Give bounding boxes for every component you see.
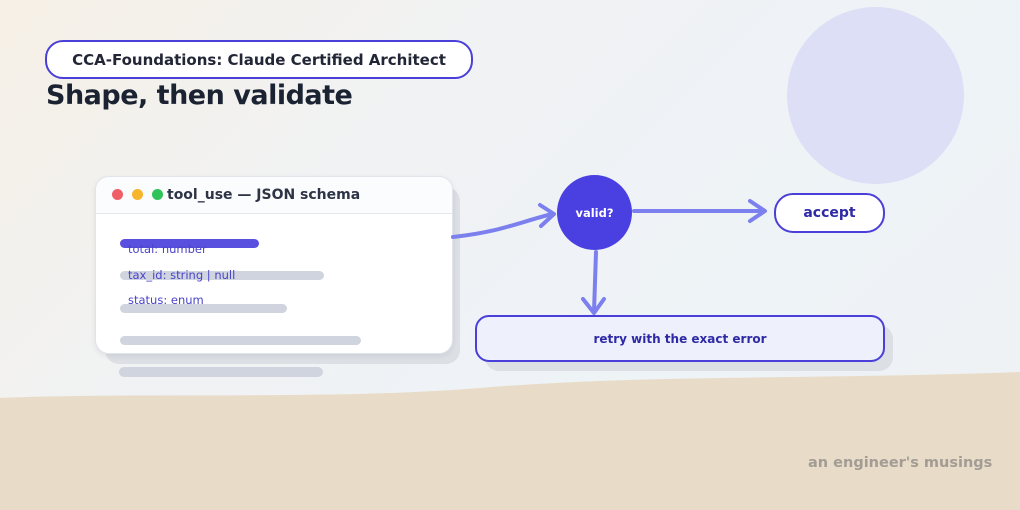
course-badge: CCA-Foundations: Claude Certified Archit… (45, 40, 473, 79)
accept-node-label: accept (803, 205, 856, 221)
schema-field-status: status: enum (128, 293, 204, 307)
schema-card-title: tool_use — JSON schema (167, 187, 361, 203)
validate-to-accept-arrowhead-icon (748, 199, 767, 223)
retry-node: retry with the exact error (475, 315, 885, 362)
validate-to-retry-arrowhead-icon (581, 297, 606, 315)
card-to-validate-arrow (451, 212, 554, 239)
accept-node: accept (774, 193, 885, 233)
page-title: Shape, then validate (46, 80, 353, 111)
schema-card-header: tool_use — JSON schema (96, 177, 452, 214)
retry-node-label: retry with the exact error (593, 331, 767, 346)
validate-node-label: valid? (575, 205, 614, 220)
validate-to-retry-arrow (592, 250, 598, 314)
window-close-dot-icon (112, 189, 123, 200)
decorative-circle (787, 7, 964, 184)
placeholder-bar (120, 304, 287, 313)
course-badge-label: CCA-Foundations: Claude Certified Archit… (72, 50, 446, 69)
footer-signature: an engineer's musings (808, 455, 993, 471)
placeholder-bar (119, 367, 323, 377)
schema-field-highlight-bar (120, 239, 259, 248)
schema-card: tool_use — JSON schema total: number tax… (95, 176, 453, 354)
schema-field-total: total: number (128, 242, 207, 256)
validate-node: valid? (557, 175, 632, 250)
window-minimize-dot-icon (132, 189, 143, 200)
card-to-validate-arrowhead-icon (538, 203, 556, 228)
placeholder-bar (120, 336, 361, 345)
window-maximize-dot-icon (152, 189, 163, 200)
placeholder-bar (120, 271, 324, 280)
schema-field-tax-id: tax_id: string | null (128, 268, 236, 282)
